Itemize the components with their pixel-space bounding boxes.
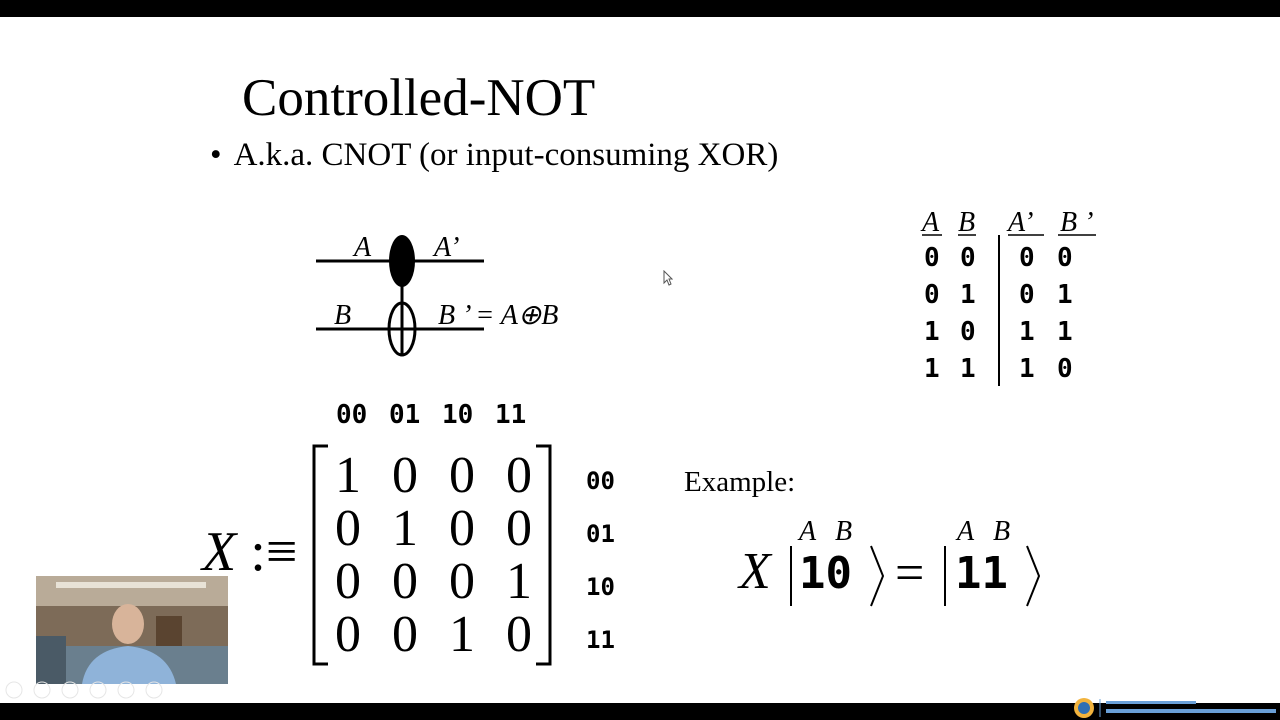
matrix-cell: 1 xyxy=(335,447,361,504)
control-dot-icon xyxy=(389,235,415,287)
top-black-bar xyxy=(0,0,1280,17)
matrix-col-label: 10 xyxy=(442,400,474,430)
matrix-col-label: 00 xyxy=(336,400,368,430)
prev-control-icon[interactable] xyxy=(5,681,23,699)
presenter-webcam xyxy=(36,576,228,684)
matrix-cell: 0 xyxy=(449,500,475,557)
cnot-circuit-diagram: A A’ B B ’ = A⊕B xyxy=(316,232,558,357)
qubit-label-a: A xyxy=(955,516,975,547)
matrix-cell: 0 xyxy=(392,606,418,663)
bullet-dot-icon: • xyxy=(210,137,222,173)
qubit-label-b: B xyxy=(993,516,1010,547)
webcam-feed-icon xyxy=(36,576,228,684)
pen-control-icon[interactable] xyxy=(61,681,79,699)
control-output-label: A’ xyxy=(432,232,459,263)
next-control-icon[interactable] xyxy=(33,681,51,699)
operator-symbol: X xyxy=(202,521,237,583)
matrix-definition-lhs: X :≡ xyxy=(202,520,297,584)
truth-cell: 1 xyxy=(960,354,976,384)
truth-cell: 0 xyxy=(924,280,940,310)
example-equation: X A B 10 = A B 11 xyxy=(737,516,1041,607)
matrix-cell: 0 xyxy=(449,553,475,610)
truth-cell: 0 xyxy=(1057,354,1073,384)
truth-cell: 0 xyxy=(960,317,976,347)
target-input-label: B xyxy=(334,300,351,331)
matrix-cell: 0 xyxy=(506,606,532,663)
bullet-text: A.k.a. CNOT (or input-consuming XOR) xyxy=(233,137,779,173)
slide-title: Controlled-NOT xyxy=(242,69,596,127)
matrix-cell: 0 xyxy=(449,447,475,504)
matrix-cell: 1 xyxy=(506,553,532,610)
cnot-matrix: 1 0 0 0 0 1 0 0 0 0 0 1 0 0 1 0 xyxy=(312,444,552,666)
truth-cell: 1 xyxy=(924,317,940,347)
truth-header-a-prime: A’ xyxy=(1006,207,1033,238)
ket-angle-icon xyxy=(1026,545,1041,607)
matrix-cell: 1 xyxy=(392,500,418,557)
output-ket-value: 11 xyxy=(955,548,1008,599)
qubit-label-b: B xyxy=(835,516,852,547)
zoom-control-icon[interactable] xyxy=(117,681,135,699)
truth-cell: 0 xyxy=(1057,243,1073,273)
matrix-cell: 0 xyxy=(392,553,418,610)
matrix-row-label: 00 xyxy=(586,467,615,495)
example-label: Example: xyxy=(684,466,796,498)
target-xor-icon xyxy=(387,301,417,357)
truth-header-b: B xyxy=(958,207,975,238)
qubit-label-a: A xyxy=(797,516,817,547)
matrix-cell: 0 xyxy=(335,553,361,610)
matrix-col-label: 11 xyxy=(495,400,527,430)
matrix-cell: 0 xyxy=(506,500,532,557)
control-input-label: A xyxy=(352,232,372,263)
truth-cell: 1 xyxy=(924,354,940,384)
truth-header-a: A xyxy=(920,207,940,238)
truth-cell: 0 xyxy=(924,243,940,273)
mouse-cursor-icon xyxy=(663,270,673,286)
truth-header-b-prime: B ’ xyxy=(1060,207,1093,238)
matrix-row-label: 01 xyxy=(586,520,615,548)
right-bracket xyxy=(536,444,552,666)
left-bracket xyxy=(312,444,328,666)
playback-controls[interactable] xyxy=(4,680,184,700)
matrix-col-label: 01 xyxy=(389,400,421,430)
slides-control-icon[interactable] xyxy=(89,681,107,699)
input-ket-value: 10 xyxy=(799,548,852,599)
institution-logo xyxy=(1074,698,1276,718)
bottom-black-bar xyxy=(0,703,1280,720)
truth-table: A B A’ B ’ 0 0 0 0 0 1 0 1 1 0 1 1 1 1 1… xyxy=(920,207,1096,386)
matrix-cell: 1 xyxy=(449,606,475,663)
matrix-cell: 0 xyxy=(335,500,361,557)
more-control-icon[interactable] xyxy=(145,681,163,699)
truth-cell: 1 xyxy=(960,280,976,310)
truth-cell: 0 xyxy=(960,243,976,273)
matrix-row-label: 10 xyxy=(586,573,615,601)
example-operator: X xyxy=(737,543,773,600)
ket-angle-icon xyxy=(870,545,885,607)
matrix-cell: 0 xyxy=(392,447,418,504)
truth-cell: 0 xyxy=(1019,243,1035,273)
truth-cell: 1 xyxy=(1019,317,1035,347)
bullet-item: • A.k.a. CNOT (or input-consuming XOR) xyxy=(210,135,778,175)
target-output-label: B ’ = A⊕B xyxy=(438,300,558,331)
matrix-column-labels: 00 01 10 11 xyxy=(336,400,548,430)
matrix-cell: 0 xyxy=(335,606,361,663)
truth-cell: 1 xyxy=(1019,354,1035,384)
matrix-row-label: 11 xyxy=(586,626,615,654)
truth-cell: 1 xyxy=(1057,317,1073,347)
truth-cell: 0 xyxy=(1019,280,1035,310)
equals-sign: = xyxy=(895,545,924,602)
matrix-cell: 0 xyxy=(506,447,532,504)
definition-symbol: :≡ xyxy=(250,521,298,583)
truth-cell: 1 xyxy=(1057,280,1073,310)
